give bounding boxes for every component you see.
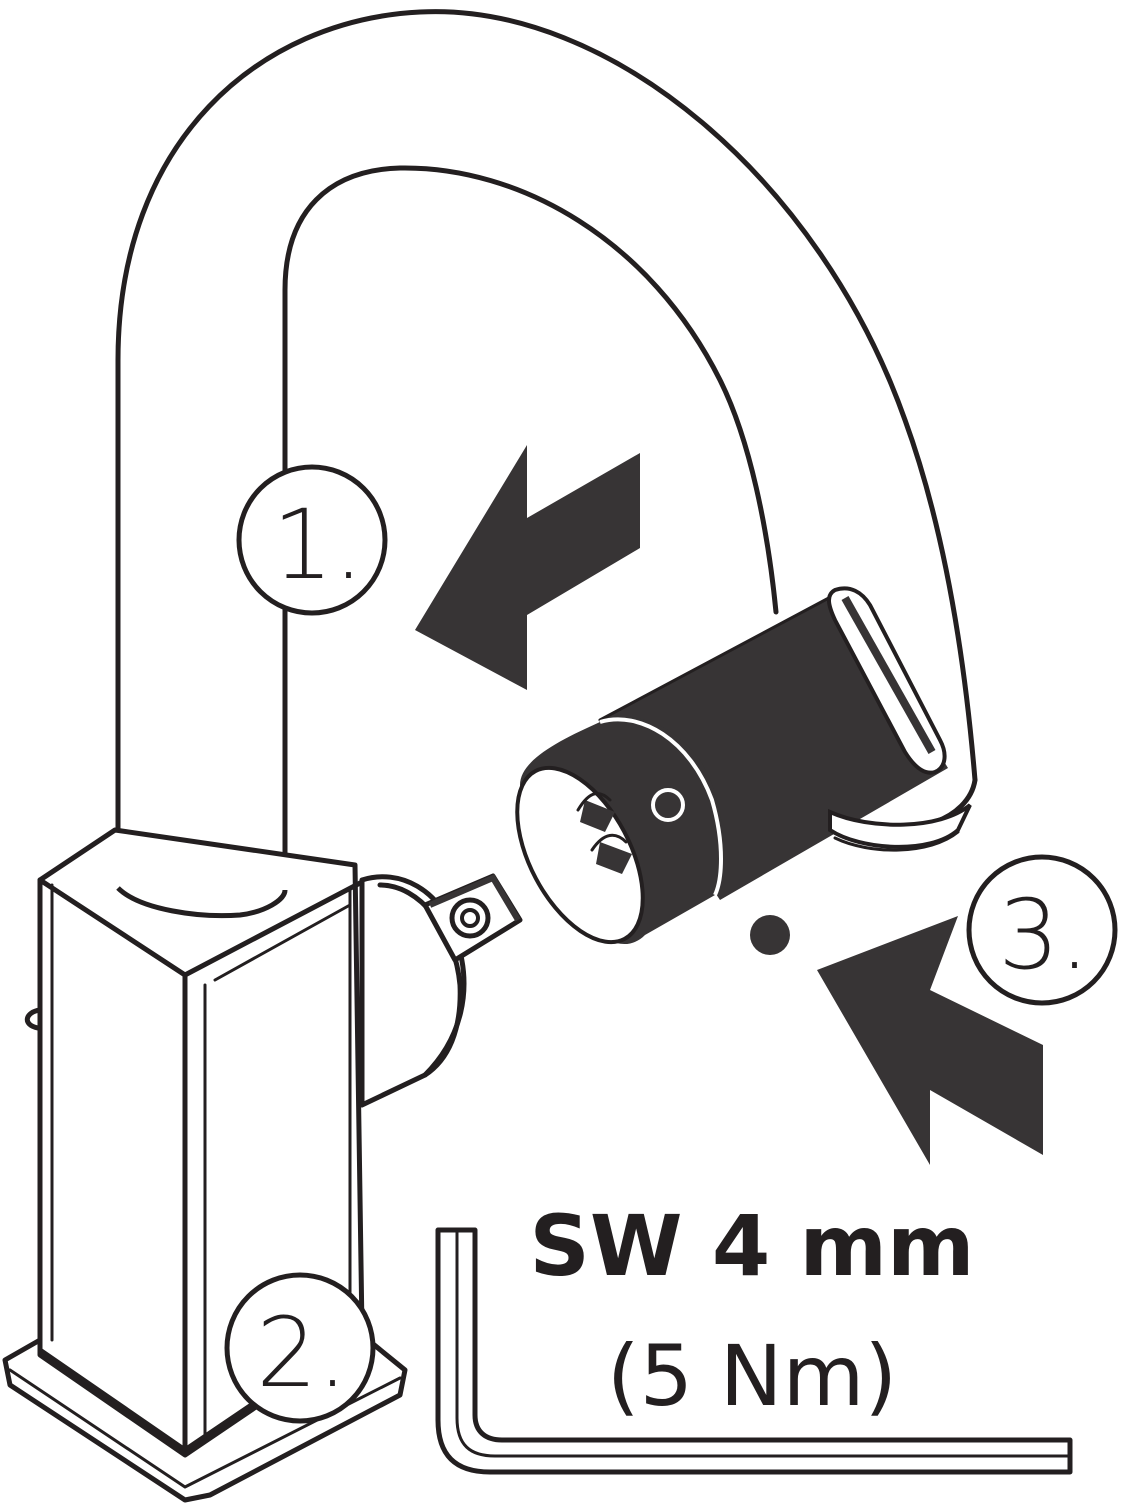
step-marker-2: 2.	[224, 1272, 376, 1424]
step-label-3: 3.	[998, 879, 1090, 991]
step-marker-3: 3.	[966, 854, 1118, 1006]
arrow-icon	[817, 916, 1043, 1165]
grub-screw-hole	[750, 915, 790, 955]
aerator-assembly	[515, 586, 972, 945]
side-lever	[359, 873, 523, 1108]
step-marker-1: 1.	[236, 464, 388, 616]
step-label-2: 2.	[256, 1297, 348, 1409]
step-label-1: 1.	[272, 489, 364, 601]
tool-size-label: SW 4 mm	[529, 1197, 974, 1295]
hex-key-icon	[435, 1227, 1073, 1475]
torque-label: (5 Nm)	[607, 1327, 897, 1425]
arrow-icon	[415, 445, 640, 690]
